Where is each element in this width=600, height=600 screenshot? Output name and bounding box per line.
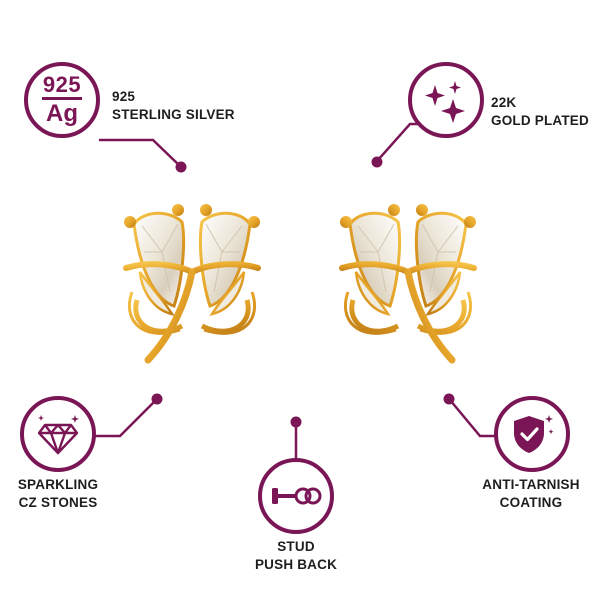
connector-stones: [84, 398, 158, 438]
anti-tarnish-label: ANTI-TARNISH COATING: [482, 477, 580, 510]
connector-dot-tarnish: [443, 393, 455, 405]
badge-symbol: Ag: [46, 100, 78, 127]
push-back-label: STUD PUSH BACK: [254, 539, 338, 572]
badge-fraction-line: [42, 97, 82, 100]
connector-dot-back: [290, 416, 302, 428]
diamond-icon: [37, 415, 79, 455]
stud-push-back-icon: [272, 487, 322, 505]
anti-tarnish-badge: [494, 396, 570, 472]
connector-dot-stones: [151, 393, 163, 405]
connector-silver: [98, 138, 182, 168]
gold-plated-label: 22K GOLD PLATED: [491, 95, 589, 128]
connector-dot-silver: [175, 161, 187, 173]
sterling-silver-badge: 925 Ag: [24, 62, 100, 138]
push-back-badge: [258, 458, 334, 534]
left-earring: [124, 204, 260, 360]
sterling-silver-label: 925 STERLING SILVER: [112, 89, 235, 122]
shield-check-icon: [514, 415, 554, 453]
connector-dot-gold: [371, 156, 383, 168]
badge-number: 925: [42, 72, 82, 97]
cz-stones-badge: [20, 396, 96, 472]
cz-stones-label: SPARKLING CZ STONES: [17, 477, 99, 510]
right-earring: [340, 204, 476, 360]
gold-plated-badge: [408, 62, 484, 138]
sparkles-icon: [425, 81, 465, 123]
